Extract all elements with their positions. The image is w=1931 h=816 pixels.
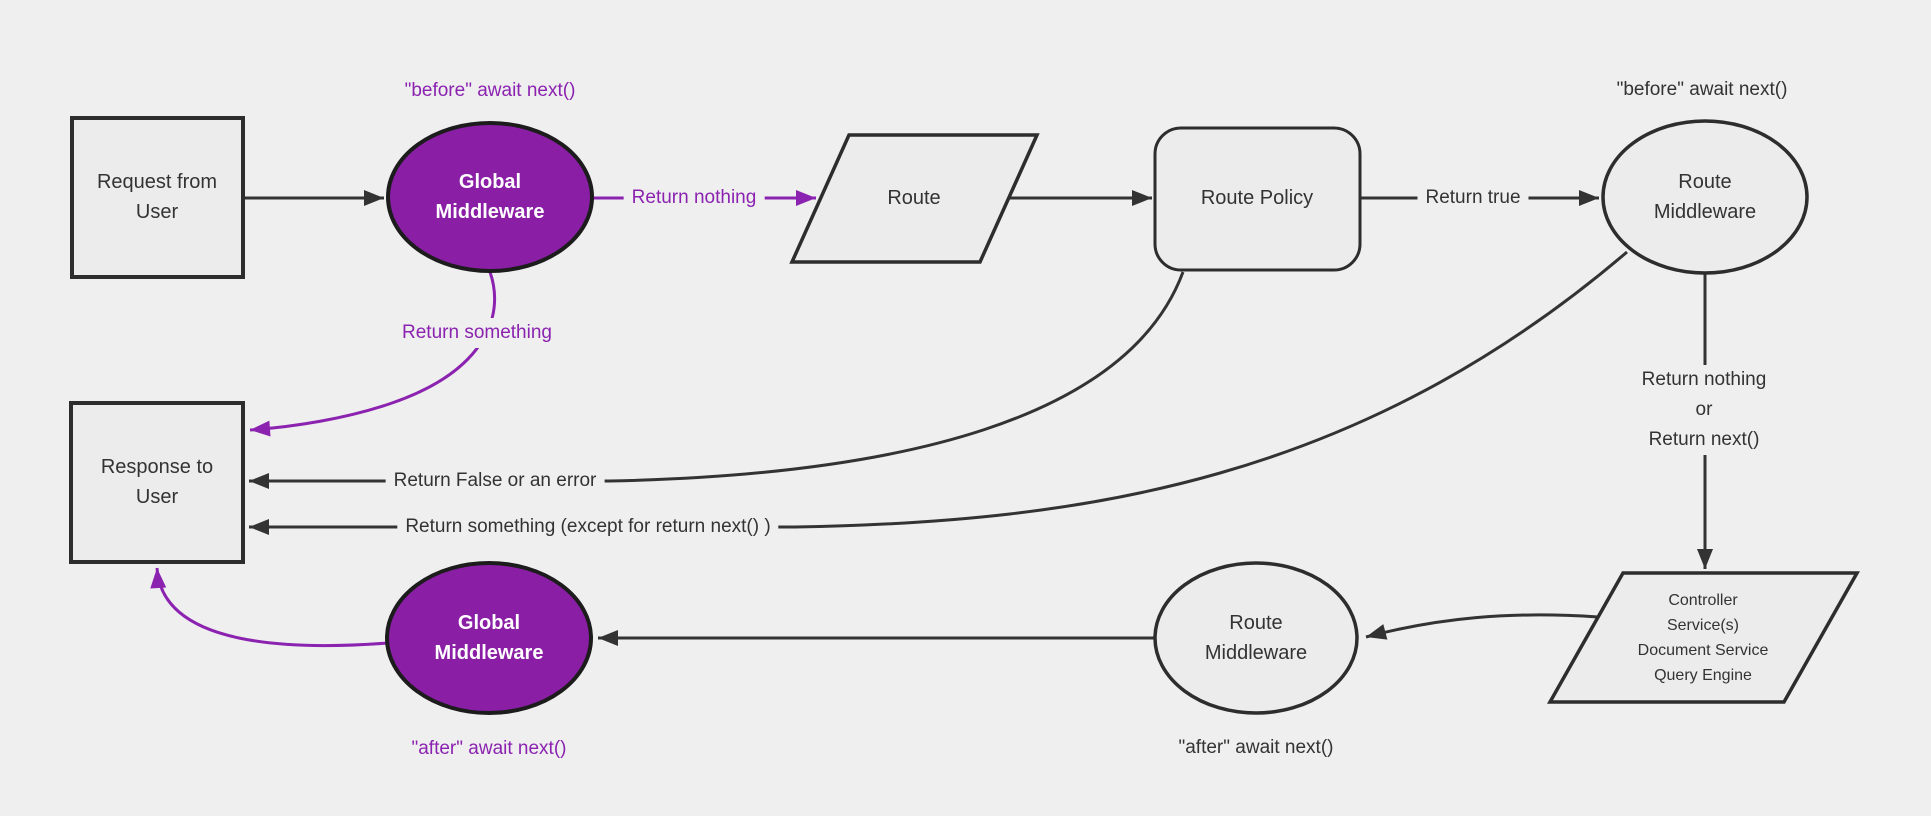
route-policy-node-shape [1153,126,1362,272]
request-node-shape [70,116,245,279]
edge-controller-to-route-middleware-bottom [1365,613,1599,640]
route-policy-node-label: Route Policy [1200,187,1314,209]
before-await-next-label-right: "before" await next() [1616,79,1788,100]
global-middleware-top-label: Global Middleware [435,171,545,223]
route-node-label: Route [887,187,941,209]
request-node-label: Request from User [96,171,218,223]
route-middleware-bottom-shape [1153,561,1359,715]
return-something-label: Return something [394,318,560,348]
before-await-next-label-left: "before" await next() [404,80,576,101]
global-middleware-bottom-shape [385,561,593,715]
controller-node-shape [1546,571,1861,704]
route-middleware-top-shape [1601,119,1809,275]
route-middleware-top-label: Route Middleware [1653,171,1757,223]
return-something-except-label: Return something (except for return next… [397,512,779,542]
after-await-next-label-left: "after" await next() [411,738,567,759]
edge-global-middleware-bottom-to-response [150,567,389,648]
return-true-label: Return true [1417,183,1529,213]
edge-route-policy-return-false-to-response [249,271,1185,489]
return-nothing-label: Return nothing [623,183,765,213]
return-nothing-or-next-label: Return nothing or Return next() [1633,365,1775,455]
route-middleware-bottom-label: Route Middleware [1204,612,1308,664]
edge-global-middleware-return-something-to-response [249,271,497,437]
response-node-label: Response to User [100,456,214,508]
after-await-next-label-right: "after" await next() [1178,737,1334,758]
controller-node-label: Controller Service(s) Document Service Q… [1637,592,1769,684]
edge-route-middleware-return-something-to-response [249,250,1628,535]
global-middleware-top-shape [386,121,594,273]
response-node-shape [69,401,245,564]
route-node-shape [789,133,1040,264]
global-middleware-bottom-label: Global Middleware [434,612,544,664]
return-false-or-error-label: Return False or an error [385,466,605,496]
